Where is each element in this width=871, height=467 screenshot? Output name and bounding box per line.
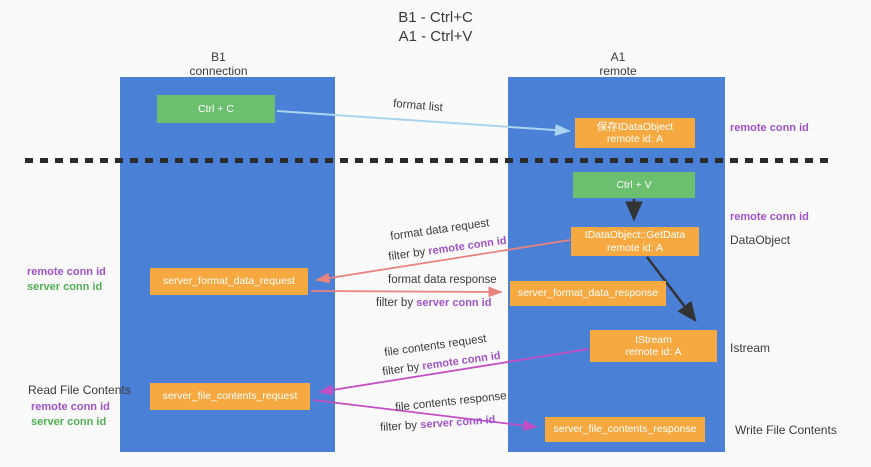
node-server-file-contents-request: server_file_contents_request [150,383,310,410]
title-line-2: A1 - Ctrl+V [398,28,473,45]
label-filter-by-server-2: filter by server conn id [380,414,496,435]
getdata-line2: remote id: A [606,241,664,254]
label-left-remote-conn-id-1: remote conn id [27,266,106,278]
server-file-contents-response-label: server_file_contents_response [553,423,697,436]
label-dataobject: DataObject [730,233,791,247]
filter-by-text: filter by [376,297,417,309]
arrow-format-data-response [310,286,503,298]
diagram-title: B1 - Ctrl+C A1 - Ctrl+V [0,8,871,46]
node-server-format-data-response: server_format_data_response [510,281,666,306]
save-idataobject-line1: 保存IDataObject [596,120,674,133]
label-file-contents-response: file contents response [394,390,508,414]
copy-paste-separator-line [25,158,832,163]
server-file-contents-request-label: server_file_contents_request [162,390,298,403]
getdata-line1: IDataObject::GetData [584,229,686,241]
server-conn-id-highlight: server conn id [419,413,496,432]
left-column-title: B1 [211,50,226,64]
remote-conn-id-highlight: remote conn id [421,349,502,373]
label-remote-conn-id-mid: remote conn id [730,211,809,223]
ctrl-v-label: Ctrl + V [616,178,652,191]
filter-by-text: filter by [379,419,421,435]
label-left-remote-conn-id-2: remote conn id [31,401,110,413]
node-ctrl-v: Ctrl + V [573,172,695,198]
istream-line1: IStream [635,333,672,346]
server-format-data-response-label: server_format_data_response [517,287,659,300]
filter-by-text: filter by [387,245,430,264]
label-left-server-conn-id-2: server conn id [31,416,107,428]
left-column-header: B1 connection [111,50,326,78]
node-idataobject-getdata: IDataObject::GetData remote id: A [571,227,699,256]
save-idataobject-line2: remote id: A [606,133,664,145]
istream-line2: remote id: A [625,346,682,358]
title-line-1: B1 - Ctrl+C [398,9,473,26]
server-format-data-request-label: server_format_data_request [163,275,295,288]
filter-by-text: filter by [381,360,424,379]
label-filter-by-server-1: filter by server conn id [376,297,491,310]
remote-conn-id-highlight: remote conn id [427,234,508,258]
label-left-server-conn-id-1: server conn id [27,281,103,293]
label-read-file-contents: Read File Contents [28,383,131,397]
label-istream: Istream [730,341,771,355]
label-format-list: format list [392,97,444,115]
right-column-title: A1 [610,50,626,64]
node-server-format-data-request: server_format_data_request [150,268,308,295]
left-column-subtitle: connection [189,64,248,78]
ctrl-c-label: Ctrl + C [198,102,234,115]
server-conn-id-highlight: server conn id [416,297,492,309]
node-istream: IStream remote id: A [590,330,717,362]
label-format-data-response: format data response [388,274,497,286]
node-ctrl-c: Ctrl + C [157,95,275,123]
node-save-idataobject: 保存IDataObject remote id: A [575,118,695,148]
right-column-subtitle: remote [599,64,637,78]
node-server-file-contents-response: server_file_contents_response [545,417,705,442]
label-remote-conn-id-top: remote conn id [730,122,809,134]
right-column-header: A1 remote [510,50,726,78]
label-write-file-contents: Write File Contents [735,423,837,437]
